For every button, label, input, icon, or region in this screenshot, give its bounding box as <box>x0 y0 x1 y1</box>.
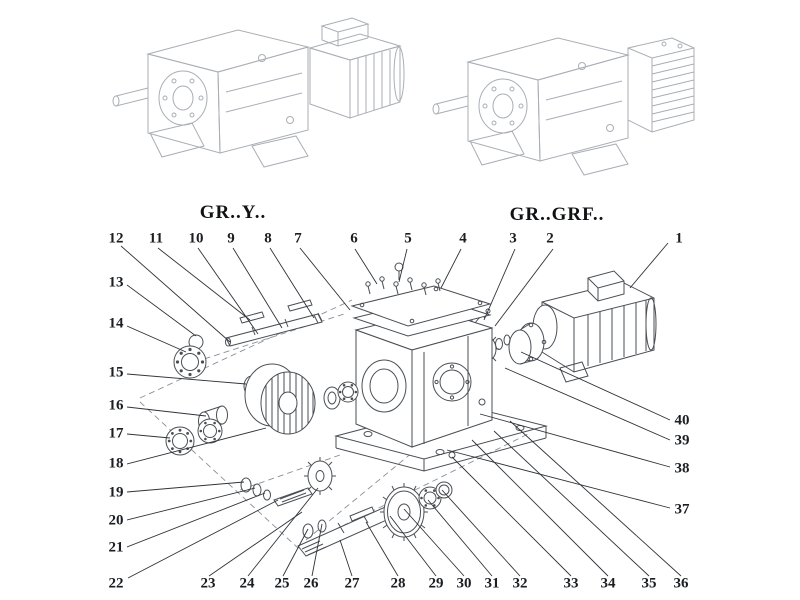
callout-9: 9 <box>227 230 235 247</box>
callout-2: 2 <box>546 230 554 247</box>
large-gear-part <box>244 363 359 435</box>
callout-16: 16 <box>108 397 124 414</box>
callout-7: 7 <box>294 230 302 247</box>
callout-33: 33 <box>563 575 579 592</box>
leader-lines <box>120 242 682 579</box>
callout-22: 22 <box>108 575 124 592</box>
callout-19: 19 <box>108 484 124 501</box>
callout-1: 1 <box>675 230 683 247</box>
callout-17: 17 <box>108 425 124 442</box>
callout-26: 26 <box>303 575 319 592</box>
callout-6: 6 <box>350 230 358 247</box>
callout-28: 28 <box>390 575 406 592</box>
callout-25: 25 <box>274 575 290 592</box>
callout-36: 36 <box>673 575 689 592</box>
exploded-view <box>165 262 657 557</box>
callout-31: 31 <box>484 575 500 592</box>
callout-24: 24 <box>239 575 255 592</box>
callout-30: 30 <box>456 575 472 592</box>
input-shaft-part <box>225 299 323 347</box>
callout-4: 4 <box>459 230 467 247</box>
callout-13: 13 <box>108 274 124 291</box>
callout-23: 23 <box>200 575 216 592</box>
assembled-view-gr-grf <box>432 37 695 176</box>
callout-27: 27 <box>344 575 360 592</box>
callout-12: 12 <box>108 230 124 247</box>
gear-housing-part <box>354 309 494 459</box>
callout-35: 35 <box>641 575 657 592</box>
cover-and-bolts-part <box>350 262 492 337</box>
assembled-view-gr-y <box>112 17 405 168</box>
motor-part <box>532 270 657 383</box>
callout-39: 39 <box>674 432 690 449</box>
figure-label-gr-grf: GR..GRF.. <box>509 204 605 225</box>
callout-20: 20 <box>108 512 124 529</box>
callout-11: 11 <box>148 230 164 247</box>
callout-40: 40 <box>674 412 690 429</box>
figure-label-gr-y: GR..Y.. <box>199 202 267 223</box>
callout-34: 34 <box>600 575 616 592</box>
callout-21: 21 <box>108 539 124 556</box>
callout-14: 14 <box>108 315 124 332</box>
callout-37: 37 <box>674 501 690 518</box>
callout-5: 5 <box>404 230 412 247</box>
callout-15: 15 <box>108 364 124 381</box>
callout-10: 10 <box>188 230 204 247</box>
motor-flange-part <box>495 322 547 365</box>
callout-18: 18 <box>108 455 124 472</box>
callout-32: 32 <box>512 575 528 592</box>
bearing-balls <box>167 347 440 507</box>
output-shaft-group <box>297 481 453 557</box>
callout-29: 29 <box>428 575 444 592</box>
callout-38: 38 <box>674 460 690 477</box>
callout-8: 8 <box>264 230 272 247</box>
callout-3: 3 <box>509 230 517 247</box>
countershaft-group <box>240 457 336 539</box>
